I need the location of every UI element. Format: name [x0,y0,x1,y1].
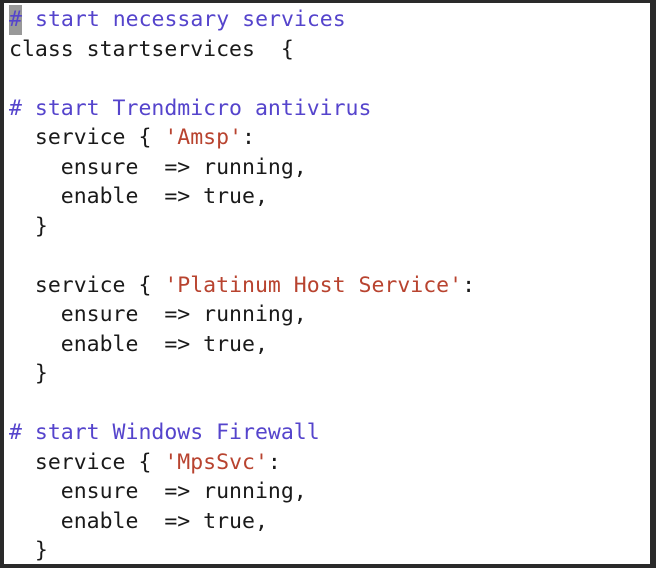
code-line[interactable]: service { 'Amsp': [4,123,650,153]
code-line[interactable]: # start necessary services [4,5,650,35]
code-token-code: service { [9,125,165,150]
code-token-code: } [9,538,48,563]
code-token-code: } [9,213,48,239]
code-line-blank[interactable] [4,64,650,94]
code-line[interactable]: enable => true, [4,507,650,537]
code-line[interactable]: enable => true, [4,330,650,360]
code-line[interactable]: ensure => running, [4,477,650,507]
code-token-code: service { [9,449,165,475]
code-line[interactable]: } [4,359,650,389]
code-line[interactable]: ensure => running, [4,300,650,330]
code-token-code: : [242,125,255,150]
code-line-blank[interactable] [4,389,650,419]
code-token-code: : [462,272,476,298]
code-line-blank[interactable] [4,241,650,271]
code-line[interactable]: # start Windows Firewall [4,418,650,448]
cursor-highlight-cell: # [9,5,23,35]
code-line[interactable]: enable => true, [4,182,650,212]
code-line[interactable]: # start Trendmicro antivirus [4,94,650,124]
code-token-code: ensure => running, [9,302,307,327]
code-line[interactable]: } [4,212,650,242]
code-token-code: class startservices { [9,36,294,62]
code-token-code: service { [9,272,165,298]
code-line[interactable]: ensure => running, [4,153,650,183]
code-token-comment: # start Trendmicro antivirus [9,95,372,121]
code-token-code: enable => true, [9,508,268,534]
code-line[interactable]: } [4,536,650,564]
code-line[interactable]: class startservices { [4,35,650,65]
code-token-code: enable => true, [9,184,268,209]
code-token-code: : [267,449,281,475]
code-line[interactable]: service { 'MpsSvc': [4,448,650,478]
code-token-string: 'MpsSvc' [164,449,268,475]
code-token-string: 'Platinum Host Service' [164,272,463,298]
code-token-comment: # start Windows Firewall [9,420,320,445]
code-token-string: 'Amsp' [164,125,243,150]
code-token-code: ensure => running, [9,154,307,180]
code-token-comment: start necessary services [22,7,346,32]
code-line[interactable]: service { 'Platinum Host Service': [4,271,650,301]
code-token-code: } [9,361,48,386]
code-token-code: ensure => running, [9,479,307,504]
code-token-code: enable => true, [9,331,268,357]
